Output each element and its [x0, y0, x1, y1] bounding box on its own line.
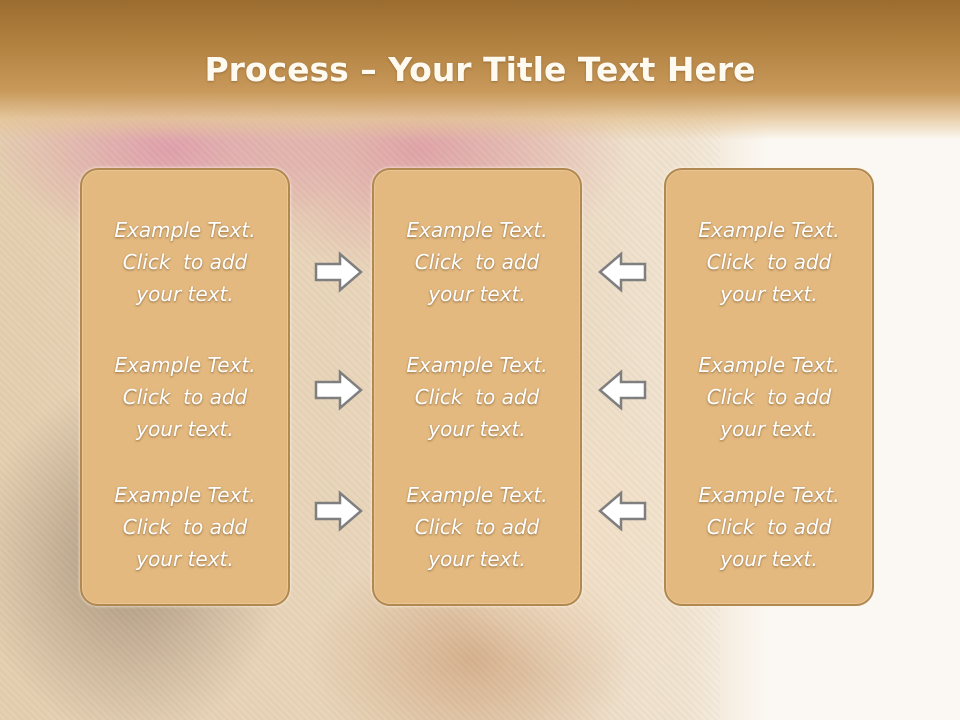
- arrow-right-icon[interactable]: [314, 490, 364, 532]
- text-box-left[interactable]: Example Text. Click to add your text. Ex…: [80, 168, 290, 606]
- text-line: your text.: [720, 547, 818, 571]
- arrow-left-icon[interactable]: [597, 251, 647, 293]
- text-line: Click to add: [414, 250, 540, 274]
- text-placeholder[interactable]: Example Text. Click to add your text.: [82, 349, 288, 445]
- arrow-right-icon[interactable]: [314, 251, 364, 293]
- title-rest: – Your Title Text Here: [348, 50, 756, 89]
- text-box-center[interactable]: Example Text. Click to add your text. Ex…: [372, 168, 582, 606]
- text-line: Click to add: [414, 385, 540, 409]
- text-placeholder[interactable]: Example Text. Click to add your text.: [82, 214, 288, 310]
- text-line: Click to add: [122, 515, 248, 539]
- text-line: your text.: [720, 417, 818, 441]
- text-line: your text.: [428, 417, 526, 441]
- text-box-right[interactable]: Example Text. Click to add your text. Ex…: [664, 168, 874, 606]
- title-bar: Process – Your Title Text Here: [0, 0, 960, 140]
- text-line: your text.: [136, 417, 234, 441]
- text-line: Example Text.: [406, 353, 548, 377]
- text-line: Click to add: [414, 515, 540, 539]
- text-placeholder[interactable]: Example Text. Click to add your text.: [374, 479, 580, 575]
- text-line: Example Text.: [698, 218, 840, 242]
- text-placeholder[interactable]: Example Text. Click to add your text.: [666, 349, 872, 445]
- text-placeholder[interactable]: Example Text. Click to add your text.: [666, 214, 872, 310]
- text-placeholder[interactable]: Example Text. Click to add your text.: [374, 349, 580, 445]
- text-line: Click to add: [122, 250, 248, 274]
- text-line: Click to add: [706, 250, 832, 274]
- text-line: Example Text.: [114, 218, 256, 242]
- text-line: your text.: [428, 282, 526, 306]
- text-line: your text.: [136, 547, 234, 571]
- text-line: your text.: [428, 547, 526, 571]
- arrow-right-icon[interactable]: [314, 369, 364, 411]
- arrow-left-icon[interactable]: [597, 490, 647, 532]
- text-line: Click to add: [706, 515, 832, 539]
- text-line: your text.: [136, 282, 234, 306]
- text-placeholder[interactable]: Example Text. Click to add your text.: [666, 479, 872, 575]
- title-bold: Process: [204, 50, 349, 89]
- text-line: your text.: [720, 282, 818, 306]
- text-line: Click to add: [122, 385, 248, 409]
- text-placeholder[interactable]: Example Text. Click to add your text.: [374, 214, 580, 310]
- text-placeholder[interactable]: Example Text. Click to add your text.: [82, 479, 288, 575]
- text-line: Example Text.: [114, 483, 256, 507]
- text-line: Example Text.: [406, 218, 548, 242]
- slide-title[interactable]: Process – Your Title Text Here: [0, 50, 960, 89]
- text-line: Example Text.: [698, 483, 840, 507]
- text-line: Click to add: [706, 385, 832, 409]
- text-line: Example Text.: [114, 353, 256, 377]
- text-line: Example Text.: [698, 353, 840, 377]
- arrow-left-icon[interactable]: [597, 369, 647, 411]
- text-line: Example Text.: [406, 483, 548, 507]
